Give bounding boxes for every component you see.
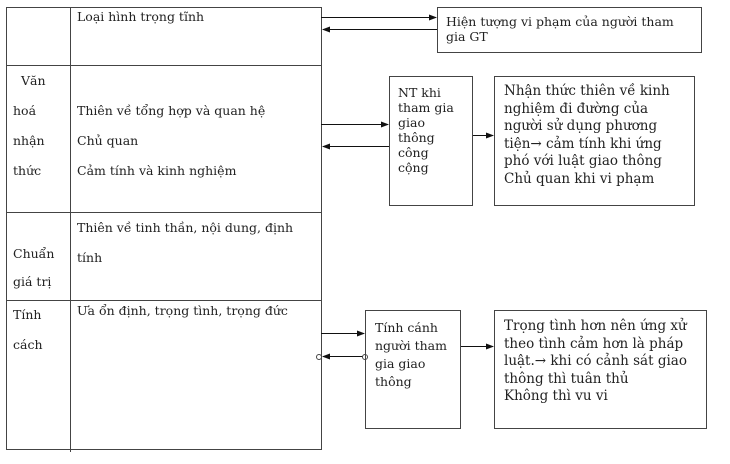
box-line: thông thì tuân thủ	[504, 370, 629, 387]
box-line: giao	[398, 115, 425, 130]
nt-result-box: Nhận thức thiên về kinh nghiệm đi đường …	[494, 76, 695, 206]
label-line: cách	[13, 337, 43, 352]
box-line: người tham	[375, 338, 447, 353]
box-line: thông	[398, 130, 435, 145]
label-line: thức	[13, 163, 42, 178]
box-line: Không thì vu vi	[504, 388, 608, 404]
box-line: công	[398, 145, 429, 160]
row-label: Chuẩn giá trị	[13, 240, 54, 296]
box-line: NT khi	[398, 85, 441, 100]
box-line: thông	[375, 374, 412, 389]
row-content: Ưa ổn định, trọng tình, trọng đức	[77, 303, 288, 318]
box-line: theo tình cảm hơn là pháp	[504, 335, 684, 352]
label-line: nhận	[13, 133, 45, 148]
content-line: Chủ quan	[77, 133, 139, 148]
box-line: phó với luật giao thông	[504, 153, 662, 169]
box-line: Trọng tình hơn nên ứng xử	[504, 318, 687, 334]
row-content: Thiên về tổng hợp và quan hệ Chủ quan Cả…	[77, 96, 265, 186]
content-line: Thiên về tinh thần, nội dung, định	[77, 220, 294, 235]
label-line: hoá	[13, 103, 37, 118]
nt-public-box: NT khi tham gia giao thông công cộng	[389, 76, 473, 206]
box-line: cộng	[398, 160, 429, 175]
label-line: giá trị	[13, 274, 52, 289]
table-border	[6, 7, 322, 450]
violation-box: Hiện tượng vi phạm của người tham gia GT	[437, 7, 702, 53]
content-line: tính	[77, 250, 103, 265]
label-line: Văn	[21, 73, 46, 88]
row-content: Loại hình trọng tĩnh	[77, 9, 205, 24]
row-content: Thiên về tinh thần, nội dung, định tính	[77, 213, 293, 273]
box-line: tham gia	[398, 100, 454, 115]
box-line: Tính cánh	[375, 320, 438, 335]
box-line: Chủ quan khi vi phạm	[504, 170, 655, 187]
label-line: Tính	[13, 307, 42, 322]
box-line: nghiệm đi đường của	[504, 100, 649, 117]
content-line: Thiên về tổng hợp và quan hệ	[77, 103, 266, 118]
row-label: Văn hoá nhận thức	[13, 66, 46, 186]
character-box: Tính cánh người tham gia giao thông	[365, 310, 461, 429]
box-line: tiện→ cảm tính khi ứng	[504, 135, 662, 152]
row-label: Tính cách	[13, 300, 43, 360]
character-result-box: Trọng tình hơn nên ứng xử theo tình cảm …	[494, 310, 707, 429]
connector-dot	[316, 354, 322, 360]
box-line: người sử dụng phương	[504, 118, 658, 134]
box-line: luật.→ khi có cảnh sát giao	[504, 353, 687, 369]
box-line: Nhận thức thiên về kinh	[504, 83, 670, 99]
content-line: Cảm tính và kinh nghiệm	[77, 163, 237, 178]
box-line: gia giao	[375, 356, 426, 371]
label-line: Chuẩn	[13, 246, 55, 261]
